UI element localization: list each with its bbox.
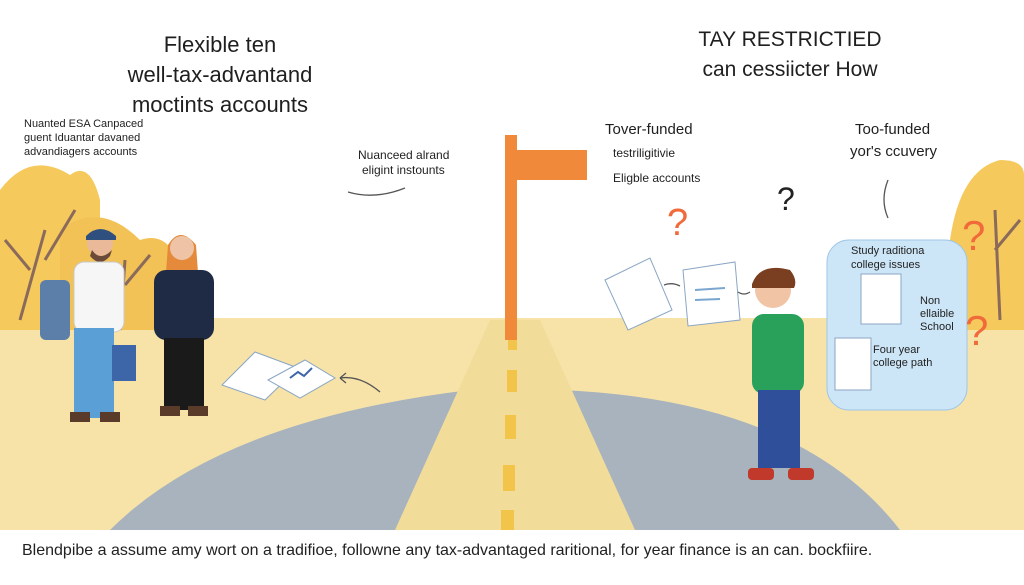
mid-note: Eligble accounts [613,171,701,185]
mid-heading-1: Tover-funded [605,121,693,138]
arrow-right-icon [663,283,681,287]
panel-docs [834,273,902,391]
left-title-line-2: well-tax-advantand [127,62,313,87]
far-heading-1: Too-funded [855,121,931,138]
caption-bar [0,530,1024,585]
arrow-to-documents [339,376,381,393]
left-side-note-2: guent Iduantar davaned [24,132,141,144]
left-side-note-3: advandiagers accounts [24,146,138,158]
right-title-line-2: can cessiicter How [702,58,878,81]
left-road [110,390,500,530]
panel-item2-2: college path [873,357,933,369]
question-icon: ? [667,202,688,244]
left-side-note-1: Nuanted ESA Canpaced [24,118,144,130]
left-title-line-1: Flexible ten [163,32,277,57]
scene-illustration: ? ? ? ? [0,135,1024,530]
far-heading-2: yor's ccuvery [850,143,938,160]
panel-item2-1: Four year [873,344,921,356]
documents-on-ground [221,351,336,401]
man-figure [40,229,136,422]
question-icon-dark: ? [777,181,795,217]
question-icon: ? [965,307,988,354]
arrow-note-curve [347,187,406,196]
panel-item1-2: ellaible [920,308,955,320]
panel-heading-1: Study raditiona [851,245,925,257]
panel-item1-3: School [920,321,954,333]
panel-heading-2: college issues [851,259,921,271]
left-title-line-3: moctints accounts [131,92,309,117]
right-title-line-1: TAY RESTRICTIED [698,28,882,51]
panel-item1-1: Non [920,295,941,307]
arrow-right-icon [737,291,751,295]
boy-figure [748,267,814,480]
arrow-down-icon [883,179,889,219]
woman-figure [154,235,214,416]
signpost [505,135,587,340]
right-road [530,390,900,530]
arrow-note-2: eligint instounts [362,163,445,177]
mid-heading-2: testriligitivie [613,146,676,160]
right-documents [604,257,741,331]
caption-text: Blendpibe a assume amy wort on a tradifi… [22,542,873,559]
question-icon: ? [962,212,985,259]
arrow-note-1: Nuanceed alrand [358,148,450,162]
